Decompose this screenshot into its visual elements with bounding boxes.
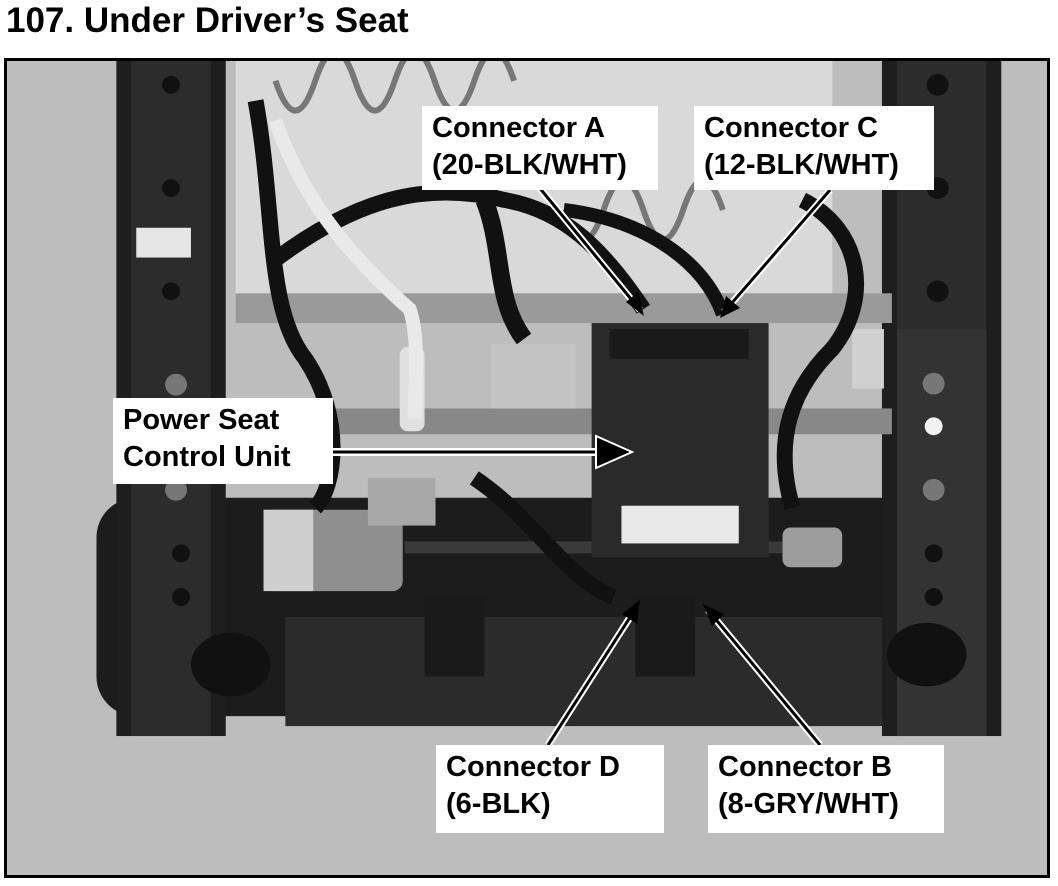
label-connector-a: Connector A (20-BLK/WHT) <box>422 106 658 190</box>
label-connector-b: Connector B (8-GRY/WHT) <box>708 745 944 833</box>
connector-d-name: Connector D <box>446 751 620 783</box>
connector-b-spec: (8-GRY/WHT) <box>718 788 899 820</box>
connector-b-name: Connector B <box>718 751 892 783</box>
connector-c-name: Connector C <box>704 112 878 144</box>
connector-a-spec: (20-BLK/WHT) <box>432 149 627 181</box>
connector-d-spec: (6-BLK) <box>446 788 551 820</box>
connector-a-name: Connector A <box>432 112 605 144</box>
connector-c-spec: (12-BLK/WHT) <box>704 149 899 181</box>
label-connector-d: Connector D (6-BLK) <box>436 745 664 833</box>
page-title: 107. Under Driver’s Seat <box>6 1 409 40</box>
power-seat-line1: Power Seat <box>123 404 280 436</box>
power-seat-line2: Control Unit <box>123 441 291 473</box>
label-connector-c: Connector C (12-BLK/WHT) <box>694 106 934 190</box>
label-power-seat-control-unit: Power Seat Control Unit <box>113 398 333 484</box>
